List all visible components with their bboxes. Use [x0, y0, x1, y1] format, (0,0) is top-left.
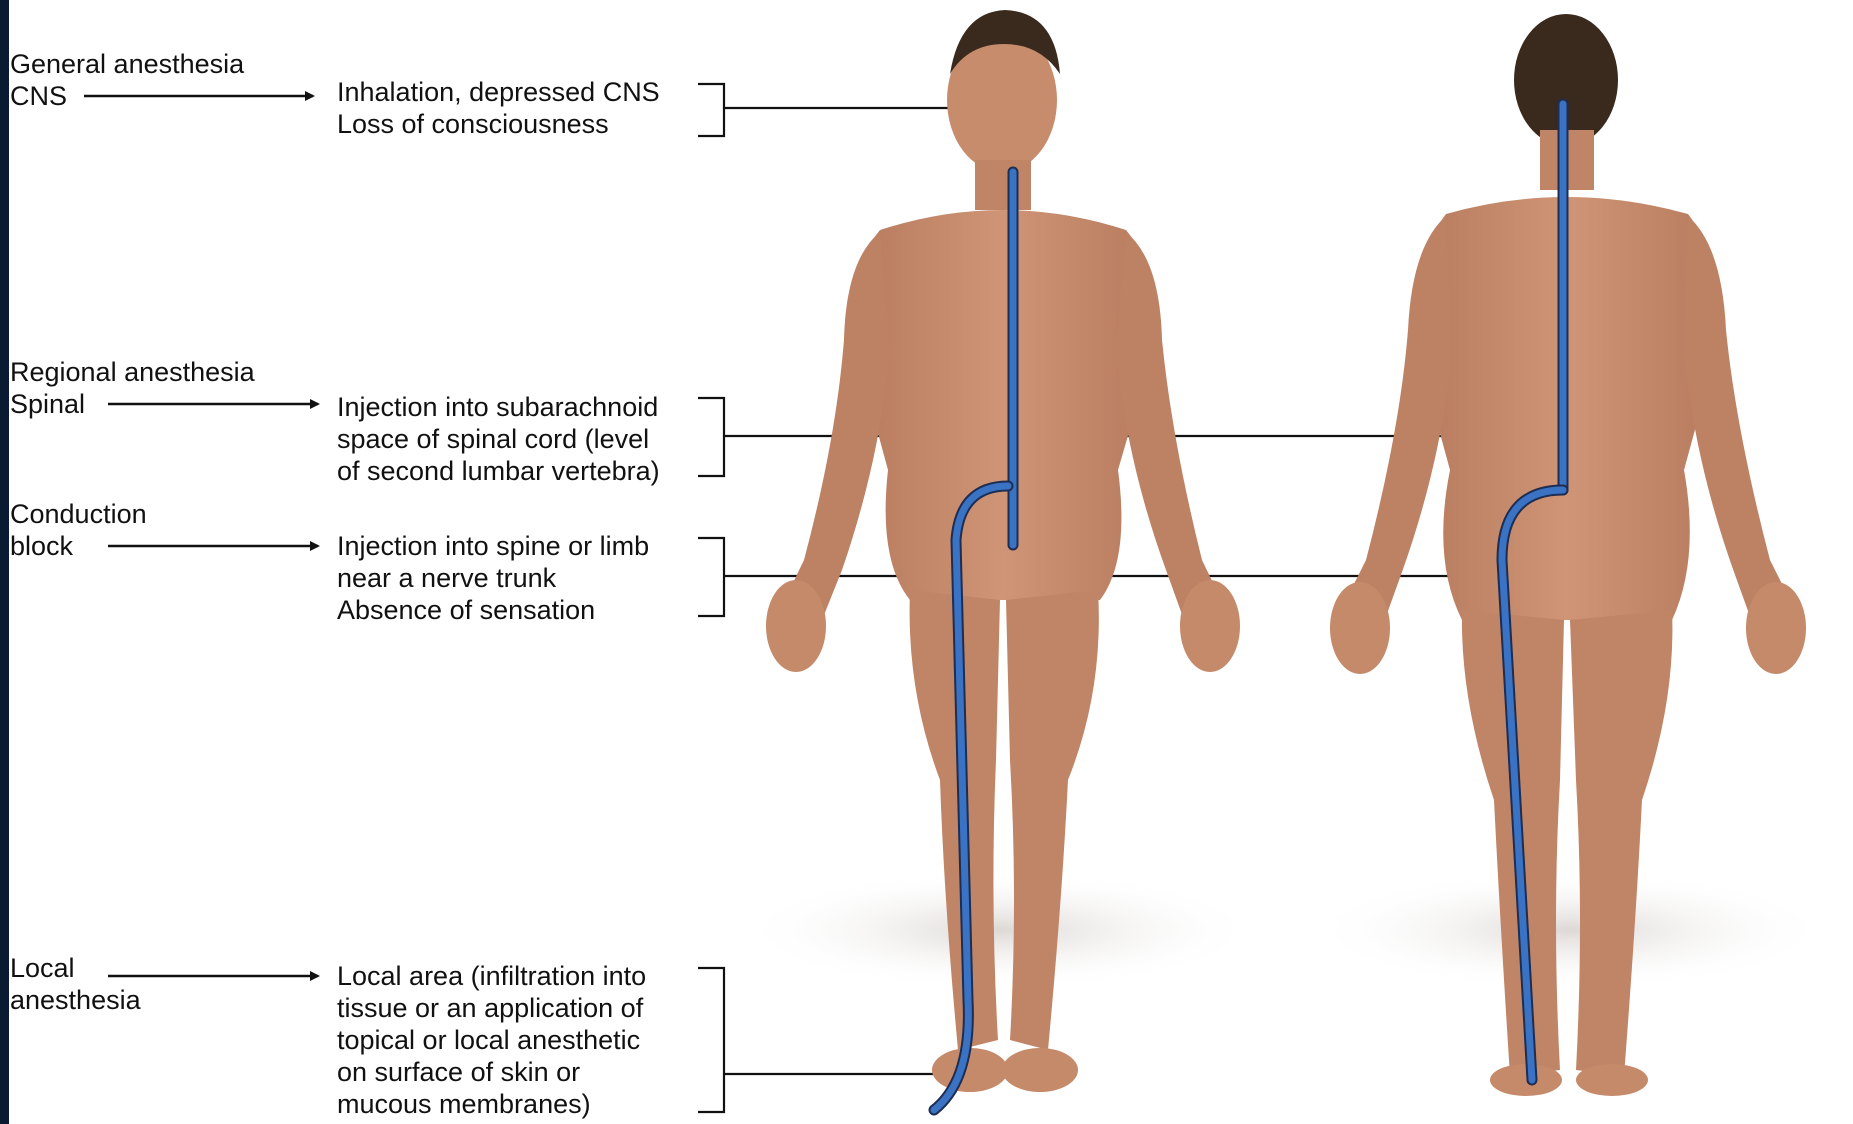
back-arm-left [1340, 216, 1452, 622]
front-foot-right [1002, 1048, 1078, 1092]
bracket-general [698, 84, 958, 136]
front-hand-right [1180, 580, 1240, 672]
back-hand-left [1330, 582, 1390, 674]
shadow-back [1310, 870, 1830, 990]
back-hand-right [1746, 582, 1806, 674]
back-foot-right [1576, 1064, 1648, 1096]
back-arm-right [1684, 216, 1796, 622]
front-torso [855, 210, 1152, 600]
bracket-local [698, 968, 962, 1112]
front-arm-right [1116, 232, 1226, 620]
front-arm-left [780, 232, 890, 620]
shadow-front [740, 870, 1260, 990]
back-leg-right [1570, 610, 1672, 1076]
front-neck [975, 160, 1031, 210]
front-hand-left [766, 580, 826, 672]
